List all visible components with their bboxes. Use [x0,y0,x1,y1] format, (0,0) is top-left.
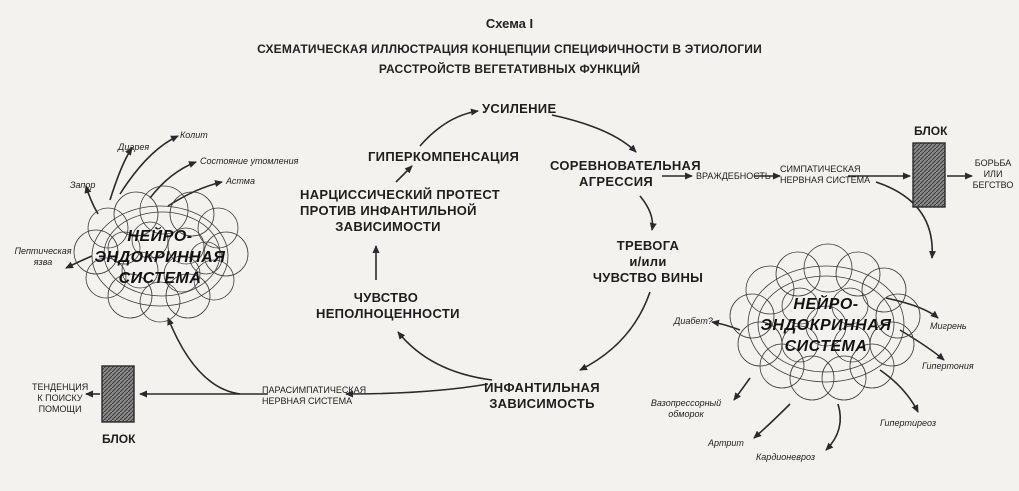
title-line-2: РАССТРОЙСТВ ВЕГЕТАТИВНЫХ ФУНКЦИЙ [378,62,641,76]
neuro-right-line1: НЕЙРО- [793,296,859,313]
node-infantilnaya-zavisimost: ИНФАНТИЛЬНАЯ ЗАВИСИМОСТЬ [480,380,604,412]
node-narc-line2: ПРОТИВ ИНФАНТИЛЬНОЙ [300,203,477,218]
label-block-right: БЛОК [914,124,948,138]
disorder-vazo-line1: Вазопрессорный [650,398,722,408]
disorder-zapor: Запор [70,180,96,190]
disorder-vazopressorny: Вазопрессорный обморок [640,398,732,420]
neuro-left-line1: НЕЙРО- [127,228,193,245]
node-narcissicheskiy-protest: НАРЦИССИЧЕСКИЙ ПРОТЕСТ ПРОТИВ ИНФАНТИЛЬН… [300,187,501,235]
arrow-infant-to-chuvstvo [397,331,493,381]
scheme-number: Схема I [485,16,534,31]
neuro-right-line3: СИСТЕМА [784,338,868,355]
arrow-narc-to-giper [395,165,413,183]
block-left [101,365,135,423]
node-giperkompensaciya: ГИПЕРКОМПЕНСАЦИЯ [368,149,520,164]
arrow-giper-to-usilenie [419,108,479,147]
label-symp-line1: СИМПАТИЧЕСКАЯ [780,164,861,174]
arrow-agressia-to-trevoga [639,195,657,231]
arrow-symp-to-neuro [875,181,936,259]
label-symp-line2: НЕРВНАЯ СИСТЕМА [780,175,871,185]
arrow-infant-to-paras [345,383,489,398]
label-paras-line2: НЕРВНАЯ СИСТЕМА [262,396,353,406]
node-chuvstvo-line2: НЕПОЛНОЦЕННОСТИ [316,306,460,321]
label-borba-line1: БОРЬБА [974,158,1012,168]
label-borba-line2: ИЛИ [983,169,1003,179]
node-trevoga-line2: и/или [629,254,667,269]
label-borba-ili-begstvo: БОРЬБА ИЛИ БЕГСТВО [970,158,1016,191]
node-sorev-line2: АГРЕССИЯ [579,174,653,189]
disorder-vazo-line2: обморок [668,409,704,419]
disorder-diarea: Диарея [118,142,150,152]
disorder-diabet: Диабет? [674,316,713,326]
disorder-sostoyanie-utomleniya: Состояние утомления [200,156,299,166]
disorder-gipertonia: Гипертония [922,361,974,371]
neuro-system-left: НЕЙРО- ЭНДОКРИННАЯ СИСТЕМА [90,226,230,289]
label-tend-line1: ТЕНДЕНЦИЯ [32,382,89,392]
arrow-usilenie-to-agressia [551,114,637,153]
neuro-left-line3: СИСТЕМА [118,270,202,287]
node-usilenie: УСИЛЕНИЕ [482,101,557,116]
node-infant-line1: ИНФАНТИЛЬНАЯ [484,380,600,395]
node-trevoga-line1: ТРЕВОГА [616,238,680,253]
node-sorevnovatelnaya-agressiya: СОРЕВНОВАТЕЛЬНАЯ АГРЕССИЯ [550,158,701,190]
disorder-kardionevroz: Кардионевроз [756,452,816,462]
left-tangle [73,185,249,323]
disorder-gipertireoz: Гипертиреоз [880,418,937,428]
title-line-1: СХЕМАТИЧЕСКАЯ ИЛЛЮСТРАЦИЯ КОНЦЕПЦИИ СПЕЦ… [257,42,762,56]
disorder-peptich-line2: язва [33,257,53,267]
node-chuvstvo-nepolnocennosti: ЧУВСТВО НЕПОЛНОЦЕННОСТИ [316,290,460,322]
label-tend-line3: ПОМОЩИ [38,404,82,414]
node-trevoga: ТРЕВОГА и/или ЧУВСТВО ВИНЫ [592,238,704,286]
label-vrazhdebnost: ВРАЖДЕБНОСТЬ [696,171,771,181]
node-sorev-line1: СОРЕВНОВАТЕЛЬНАЯ [550,158,701,173]
arrow-paras-to-neuro [167,317,241,395]
right-tangle [729,243,921,401]
disorder-kolit: Колит [180,130,208,140]
node-narc-line1: НАРЦИССИЧЕСКИЙ ПРОТЕСТ [300,187,501,202]
node-narc-line3: ЗАВИСИМОСТИ [335,219,441,234]
node-trevoga-line3: ЧУВСТВО ВИНЫ [592,270,704,285]
node-chuvstvo-line1: ЧУВСТВО [353,290,419,305]
disorder-artrit: Артрит [708,438,744,448]
block-right [912,142,946,208]
neuro-left-line2: ЭНДОКРИННАЯ [94,249,226,266]
label-block-left: БЛОК [102,432,136,446]
disorder-migren: Мигрень [930,321,967,331]
neuro-right-line2: ЭНДОКРИННАЯ [760,317,892,334]
label-borba-line3: БЕГСТВО [972,180,1014,190]
disorder-peptich-line1: Пептическая [14,246,72,256]
arrow-trevoga-to-infant [579,291,651,371]
neuro-system-right: НЕЙРО- ЭНДОКРИННАЯ СИСТЕМА [756,294,896,357]
label-paras-line1: ПАРАСИМПАТИЧЕСКАЯ [262,385,367,395]
label-tendenciya: ТЕНДЕНЦИЯ К ПОИСКУ ПОМОЩИ [32,382,88,415]
disorder-pepticheskaya-yazva: Пептическая язва [14,246,72,268]
node-infant-line2: ЗАВИСИМОСТЬ [489,396,595,411]
label-simpaticheskaya: СИМПАТИЧЕСКАЯ НЕРВНАЯ СИСТЕМА [780,164,871,186]
label-parasimpaticheskaya: ПАРАСИМПАТИЧЕСКАЯ НЕРВНАЯ СИСТЕМА [262,385,367,407]
label-tend-line2: К ПОИСКУ [37,393,83,403]
disorder-astma: Астма [226,176,255,186]
